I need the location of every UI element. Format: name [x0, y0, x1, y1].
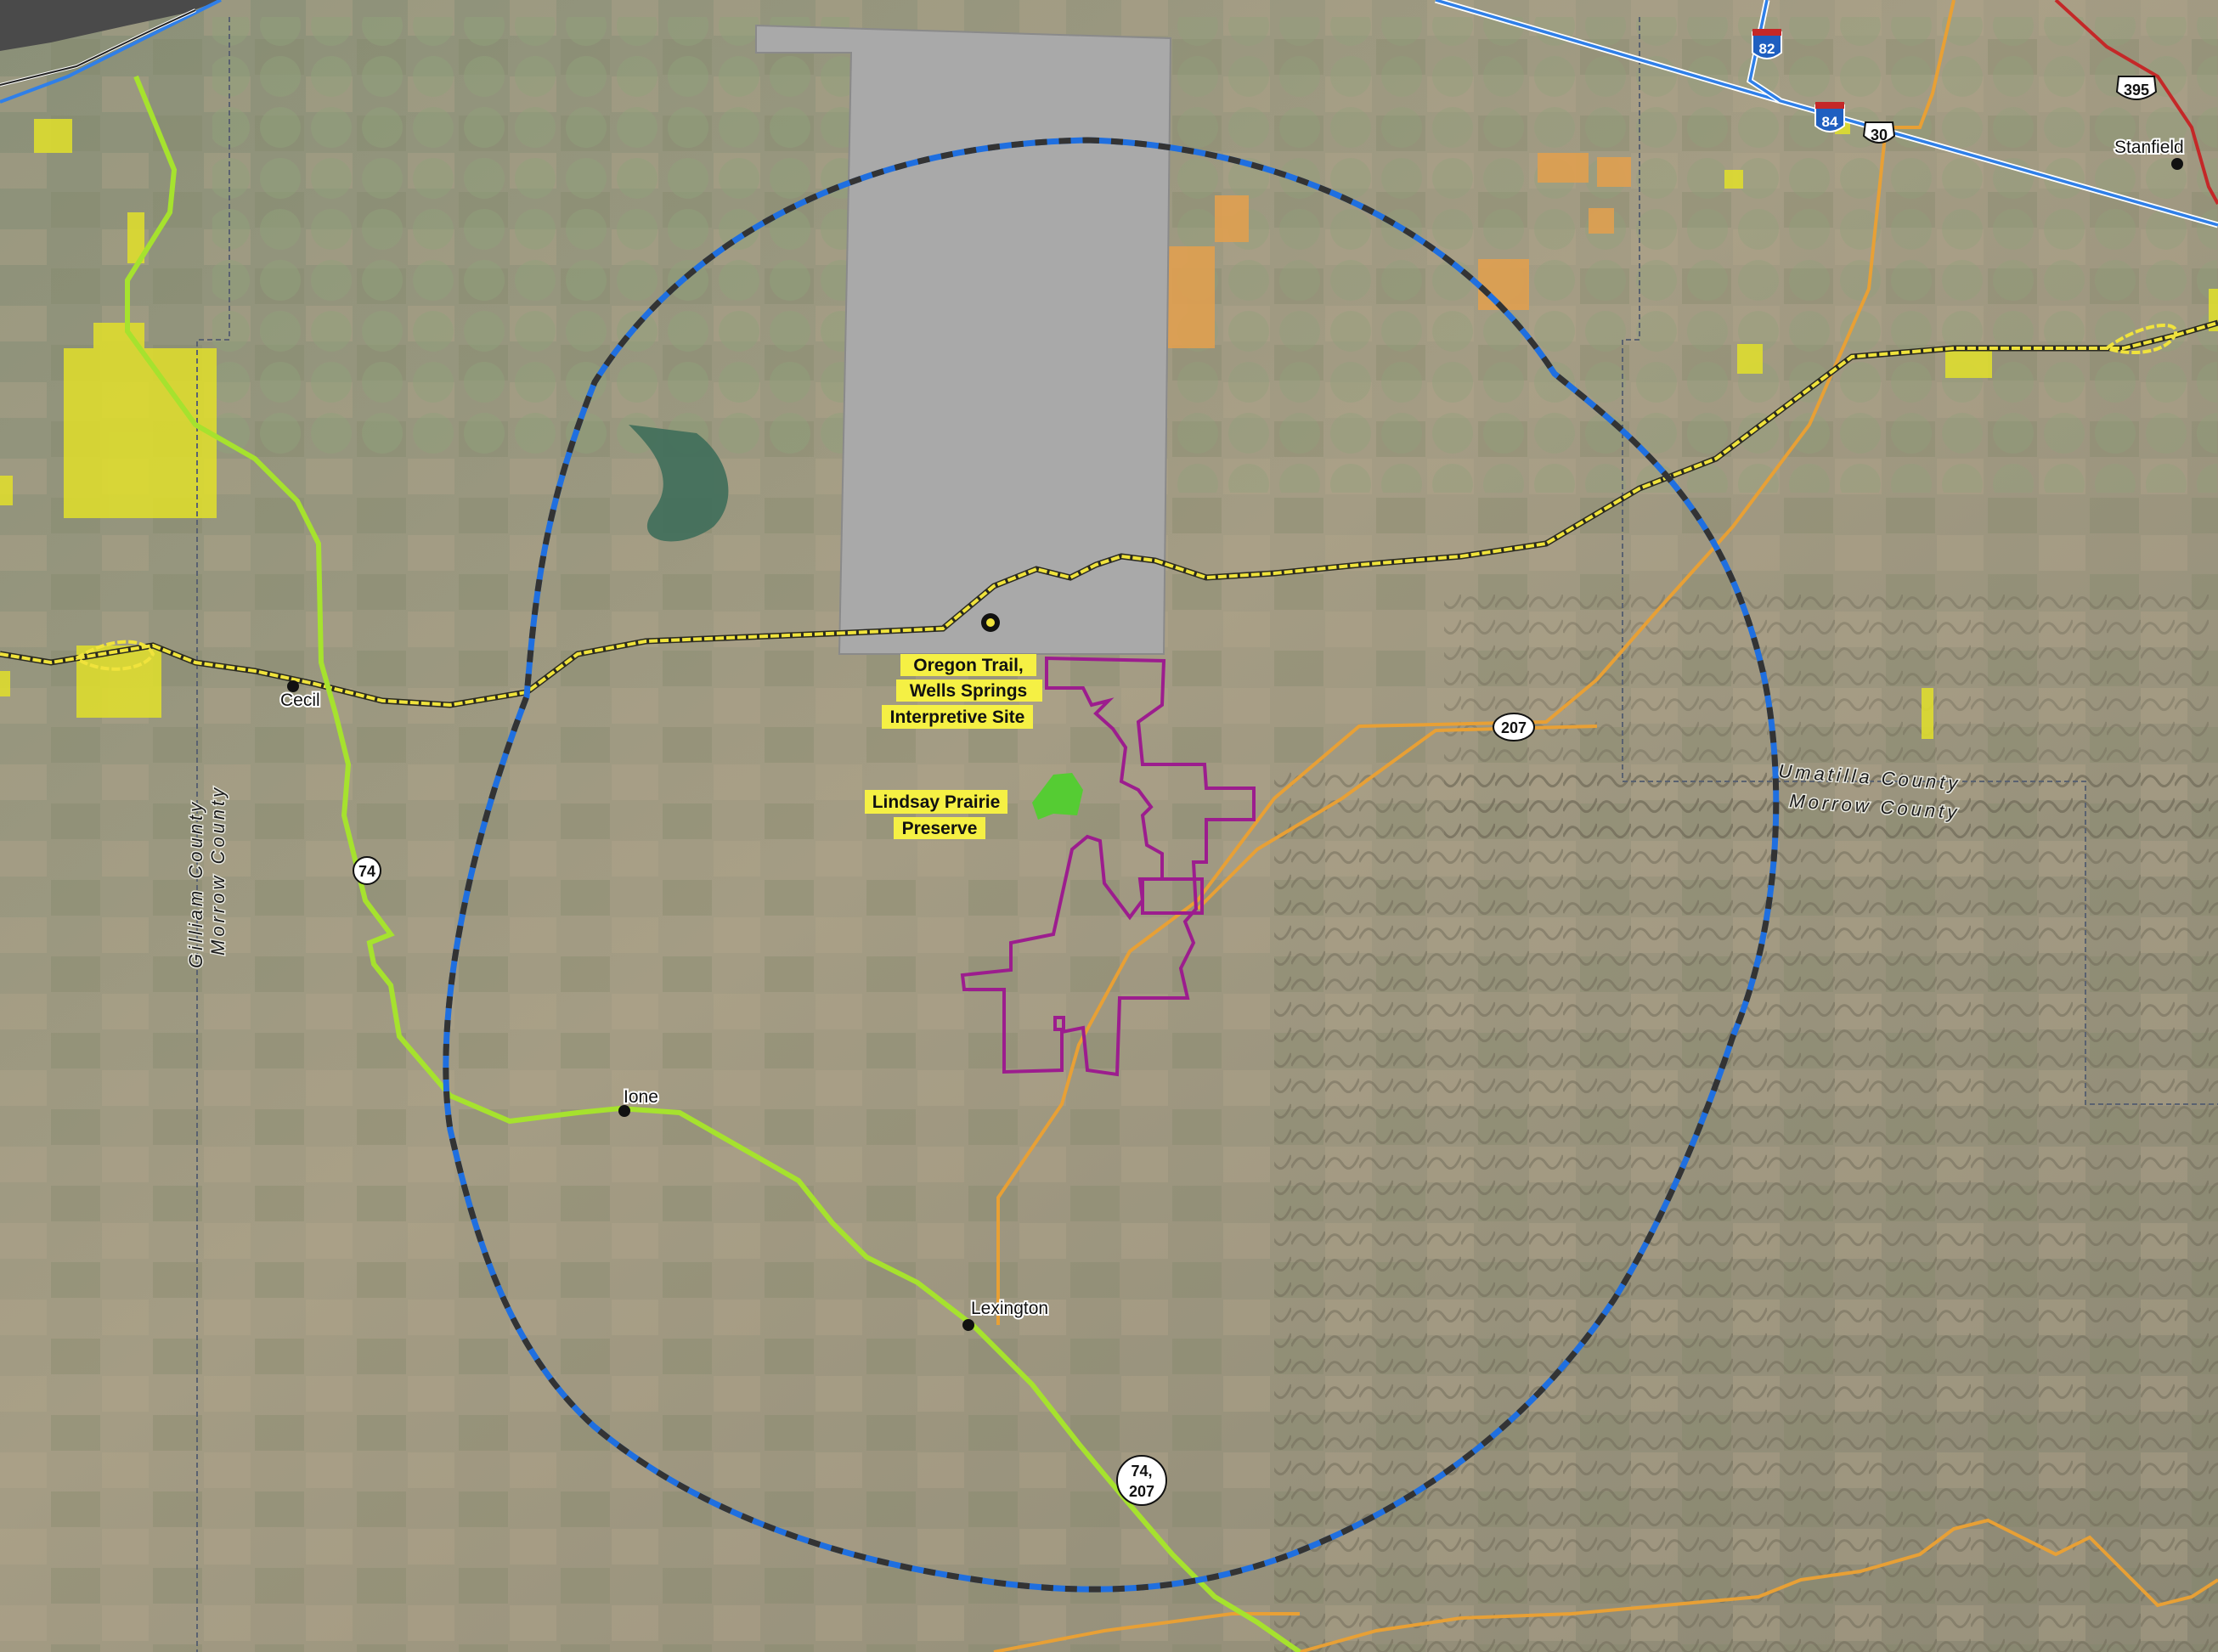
- or74-number: 74: [358, 863, 375, 880]
- or207-number: 207: [1501, 719, 1527, 736]
- interstate-84-shield: 84: [1814, 102, 1845, 132]
- town-markers: [287, 158, 2183, 1331]
- oregon-trail-label-line3: Interpretive Site: [890, 708, 1025, 727]
- us-30-shield: 30: [1862, 121, 1896, 144]
- project-boundary: [960, 656, 1256, 1077]
- county-boundaries: [196, 17, 2218, 1652]
- oregon-trail-route: [0, 319, 2218, 708]
- lindsay-label-line1: Lindsay Prairie: [872, 792, 1001, 812]
- county-label-morrow-west: Morrow County: [207, 785, 229, 956]
- or-74-shield: 74: [353, 856, 381, 885]
- interstate-82-shield: 82: [1752, 29, 1782, 59]
- lindsay-label-line2: Preserve: [902, 819, 978, 838]
- poi-lindsay-prairie-label: Lindsay Prairie Preserve: [865, 790, 1007, 839]
- state-highways: [125, 75, 1301, 1652]
- poi-oregon-trail-label: Oregon Trail, Wells Springs Interpretive…: [882, 654, 1042, 729]
- town-label-cecil: Cecil: [280, 691, 320, 710]
- stanfield-dot[interactable]: [2171, 158, 2183, 170]
- restricted-area: [755, 24, 1172, 655]
- i84-number: 84: [1822, 114, 1838, 130]
- i82-number: 82: [1759, 41, 1775, 57]
- lindsay-prairie-preserve-area: [1032, 773, 1083, 820]
- town-label-stanfield: Stanfield: [2114, 138, 2184, 157]
- radius-ring: [443, 137, 1780, 1593]
- town-label-ione: Ione: [624, 1087, 658, 1107]
- oregon-trail-label-line2: Wells Springs: [910, 681, 1027, 701]
- town-label-lexington: Lexington: [971, 1299, 1048, 1318]
- interstate-highways: [1435, 0, 2218, 228]
- us-395-shield: 395: [2115, 76, 2158, 100]
- oregon-trail-label-line1: Oregon Trail,: [913, 656, 1024, 675]
- or74-207-line1: 74,: [1131, 1463, 1152, 1480]
- ione-dot[interactable]: [618, 1105, 630, 1117]
- cecil-dot[interactable]: [287, 680, 299, 692]
- orange-parcels: [1168, 153, 1631, 348]
- town-labels: Stanfield Cecil Ione Lexington: [279, 136, 2186, 1320]
- county-label-gilliam: Gilliam County: [185, 799, 206, 968]
- us30-number: 30: [1871, 127, 1888, 144]
- or-74-207-shield: 74, 207: [1116, 1455, 1167, 1506]
- us395-number: 395: [2124, 82, 2149, 99]
- yellow-parcels: [0, 119, 2218, 739]
- columbia-river: [0, 0, 222, 104]
- lexington-dot[interactable]: [962, 1319, 974, 1331]
- us-395-route: [2054, 0, 2218, 205]
- or74-207-line2: 207: [1129, 1483, 1154, 1500]
- or-207-shield: 207: [1493, 713, 1535, 741]
- oregon-trail-site-marker[interactable]: [981, 613, 1000, 632]
